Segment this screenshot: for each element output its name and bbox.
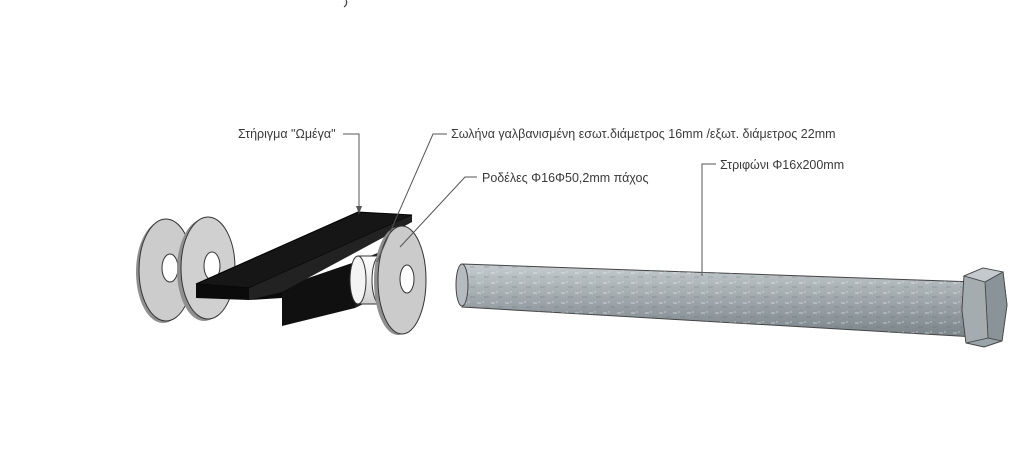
leader-washers (399, 176, 477, 248)
stray-mark (343, 0, 348, 8)
label-omega-bracket: Στήριγμα "Ωμέγα" (238, 127, 336, 141)
label-galvanized-tube: Σωλήνα γαλβανισμένη εσωτ.διάμετρος 16mm … (451, 127, 836, 141)
washer-middle (177, 216, 236, 321)
bolt (455, 263, 1008, 348)
leader-bracket (343, 133, 360, 211)
washer-right (374, 225, 427, 335)
leader-lines (343, 133, 716, 276)
washer-left (136, 218, 194, 323)
leader-bolt (701, 163, 716, 276)
leader-tube (376, 133, 447, 263)
label-washers: Ροδέλες Φ16Φ50,2mm πάχος (482, 171, 649, 185)
label-bolt: Στριφώνι Φ16x200mm (720, 158, 845, 172)
